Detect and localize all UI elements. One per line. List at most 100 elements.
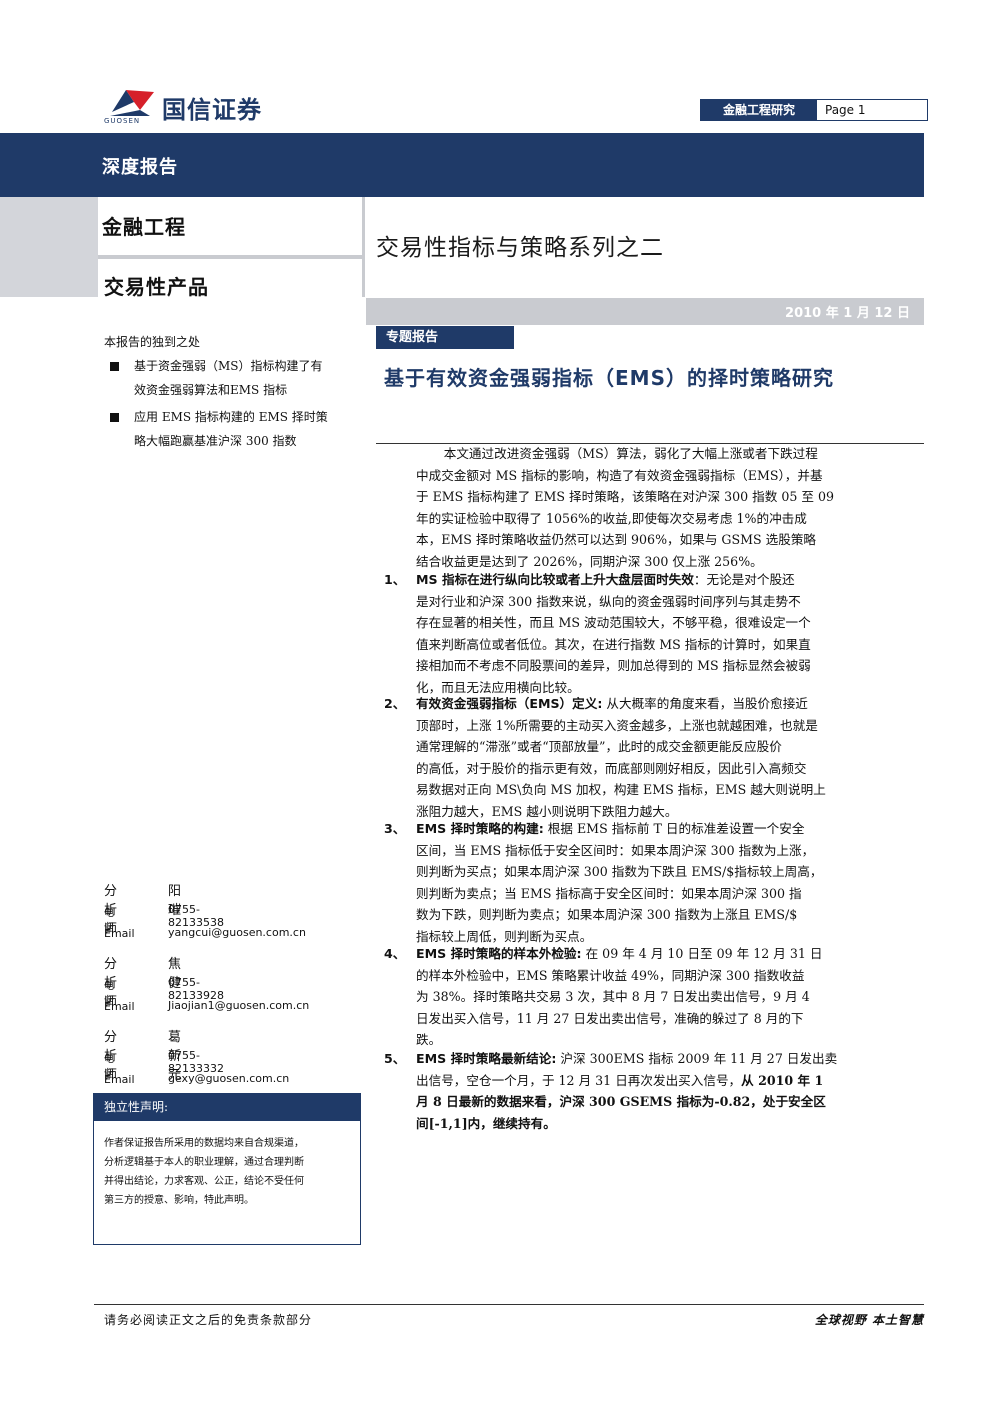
abstract: 本文通过改进资金强弱（MS）算法，弱化了大幅上涨或者下跌过程 中成交金额对 MS… bbox=[416, 443, 914, 572]
highlight-line: 效资金强弱算法和EMS 指标 bbox=[134, 383, 288, 397]
analyst-email[interactable]: yangcui@guosen.com.cn bbox=[168, 926, 306, 939]
independence-line: 作者保证报告所采用的数据均来自合规渠道， bbox=[104, 1138, 304, 1149]
title-rule bbox=[376, 443, 924, 444]
point-line: 为 38%。择时策略共交易 3 次，其中 8 月 7 日发出卖出信号，9 月 4 bbox=[416, 989, 810, 1004]
point-line: 易数据对正向 MS\负向 MS 加权，构建 EMS 指标，EMS 越大则说明上 bbox=[416, 782, 826, 797]
brand-en: GUOSEN bbox=[104, 117, 141, 125]
point-heading: EMS 择时策略的构建: bbox=[416, 821, 544, 836]
header-category: 金融工程研究 bbox=[701, 100, 817, 120]
point-heading: EMS 择时策略的样本外检验: bbox=[416, 946, 582, 961]
gray-strip bbox=[0, 197, 98, 297]
point-line: 接相加而不考虑不同股票间的差异，则加总得到的 MS 指标显然会被弱 bbox=[416, 658, 811, 673]
point-line: 指标较上周低，则判断为买点。 bbox=[416, 928, 593, 944]
field-label: 金融工程 bbox=[102, 215, 186, 239]
point-line: 在 09 年 4 月 10 日至 09 年 12 月 31 日 bbox=[581, 946, 823, 961]
highlight-line: 略大幅跑赢基准沪深 300 指数 bbox=[134, 434, 297, 448]
footer-slogan: 全球视野 本土智慧 bbox=[814, 1313, 924, 1327]
point-line: 从大概率的角度来看，当股价愈接近 bbox=[602, 696, 808, 711]
point-line: 的高低，对于股价的指示更有效，而底部则刚好相反，因此引入高频交 bbox=[416, 760, 807, 776]
point-line: 通常理解的“滞涨”或者“顶部放量”，此时的成交金额更能反应股价 bbox=[416, 739, 782, 754]
point-line: ：无论是对个股还 bbox=[693, 572, 795, 587]
point-emphasis: 间[-1,1]内，继续持有。 bbox=[416, 1115, 556, 1131]
abstract-line: 中成交金额对 MS 指标的影响，构造了有效资金强弱指标（EMS），并基 bbox=[416, 467, 823, 483]
analyst-name: 阳璀 bbox=[168, 884, 182, 918]
analyst-tel: 0755-82133332 bbox=[168, 1049, 224, 1075]
key-point-5: 5、 EMS 择时策略最新结论: 沪深 300EMS 指标 2009 年 11 … bbox=[384, 1048, 914, 1134]
date-bar: 2010 年 1 月 12 日 bbox=[366, 298, 924, 325]
independence-heading: 独立性声明: bbox=[94, 1094, 360, 1121]
point-line: 化，而且无法应用横向比较。 bbox=[416, 679, 580, 695]
analyst-name: 焦健 bbox=[168, 957, 182, 991]
analyst-name: 葛新元 bbox=[168, 1030, 182, 1083]
independence-line: 并得出结论，力求客观、公正，结论不受任何 bbox=[104, 1176, 304, 1187]
highlight-item: 基于资金强弱（MS）指标构建了有 效资金强弱算法和EMS 指标 bbox=[134, 354, 323, 402]
point-line: 则判断为买点；如果本周沪深 300 指数为下跌且 EMS/$指标较上周高， bbox=[416, 864, 823, 879]
analyst-role: 分析师 bbox=[104, 884, 118, 937]
point-line: 则判断为卖点；当 EMS 指标高于安全区间时：如果本周沪深 300 指 bbox=[416, 885, 802, 901]
point-heading: 有效资金强弱指标（EMS）定义: bbox=[416, 696, 603, 711]
key-point-1: 1、 MS 指标在进行纵向比较或者上升大盘层面时失效：无论是对个股还 是对行业和… bbox=[384, 569, 914, 698]
point-line: 是对行业和沪深 300 指数来说，纵向的资金强弱时间序列与其走势不 bbox=[416, 593, 801, 609]
abstract-line: 结合收益更是达到了 2026%，同期沪深 300 仅上涨 256%。 bbox=[416, 553, 763, 569]
category-box: 金融工程 交易性产品 bbox=[98, 197, 365, 299]
header-category-box: 金融工程研究 Page 1 bbox=[700, 99, 928, 121]
point-number: 2、 bbox=[384, 696, 406, 711]
point-number: 4、 bbox=[384, 946, 406, 961]
category-divider bbox=[98, 255, 362, 259]
tel-label: 电话 bbox=[104, 1054, 114, 1080]
report-date: 2010 年 1 月 12 日 bbox=[785, 306, 910, 321]
highlight-line: 基于资金强弱（MS）指标构建了有 bbox=[134, 359, 323, 373]
point-line: 出信号，空仓一个月，于 12 月 31 日再次发出买入信号， bbox=[416, 1072, 742, 1088]
report-tag-text: 专题报告 bbox=[386, 330, 439, 345]
footer-disclaimer: 请务必阅读正文之后的免责条款部分 bbox=[104, 1313, 313, 1327]
highlights-heading: 本报告的独到之处 bbox=[104, 335, 201, 349]
series-title: 交易性指标与策略系列之二 bbox=[376, 235, 664, 261]
report-type-band: 深度报告 bbox=[0, 133, 924, 197]
report-tag: 专题报告 bbox=[376, 326, 514, 349]
point-line: 日发出买入信号，11 月 27 日发出卖出信号，准确的躲过了 8 月的下 bbox=[416, 1010, 804, 1026]
product-label: 交易性产品 bbox=[104, 275, 209, 299]
independence-line: 第三方的授意、影响，特此声明。 bbox=[104, 1195, 254, 1206]
page-number: Page 1 bbox=[825, 103, 866, 117]
point-line: 数为下跌，则判断为卖点；如果本周沪深 300 指数为上涨且 EMS/$ bbox=[416, 907, 798, 922]
bullet-square-icon bbox=[110, 362, 119, 371]
point-line: 值来判断高位或者低位。其次，在进行指数 MS 指标的计算时，如果直 bbox=[416, 636, 811, 652]
brand-name: 国信证券 bbox=[162, 96, 262, 124]
logo-mark-icon bbox=[110, 90, 154, 116]
point-emphasis: 从 2010 年 1 bbox=[741, 1072, 824, 1088]
independence-line: 分析逻辑基于本人的职业理解，通过合理判断 bbox=[104, 1157, 304, 1168]
analyst-email[interactable]: gexy@guosen.com.cn bbox=[168, 1072, 290, 1085]
point-number: 5、 bbox=[384, 1051, 406, 1066]
abstract-line: 于 EMS 指标构建了 EMS 择时策略，该策略在对沪深 300 指数 05 至… bbox=[416, 489, 835, 504]
point-line: 存在显著的相关性，而且 MS 波动范围较大，不够平稳，很难设定一个 bbox=[416, 615, 811, 630]
bullet-square-icon bbox=[110, 413, 119, 422]
tel-label: 电话 bbox=[104, 981, 114, 1007]
tel-label: 电话 bbox=[104, 908, 114, 934]
point-heading: EMS 择时策略最新结论: bbox=[416, 1051, 557, 1066]
point-line: 跌。 bbox=[416, 1032, 442, 1047]
point-line: 的样本外检验中，EMS 策略累计收益 49%，同期沪深 300 指数收益 bbox=[416, 967, 805, 983]
key-point-2: 2、 有效资金强弱指标（EMS）定义: 从大概率的角度来看，当股价愈接近 顶部时… bbox=[384, 693, 914, 822]
point-line: 沪深 300EMS 指标 2009 年 11 月 27 日发出卖 bbox=[556, 1051, 838, 1066]
independence-body: 作者保证报告所采用的数据均来自合规渠道， 分析逻辑基于本人的职业理解，通过合理判… bbox=[104, 1134, 354, 1210]
abstract-line: 本文通过改进资金强弱（MS）算法，弱化了大幅上涨或者下跌过程 bbox=[443, 446, 818, 461]
analyst-email[interactable]: Jiaojian1@guosen.com.cn bbox=[168, 999, 310, 1012]
analyst-tel: 0755-82133538 bbox=[168, 903, 224, 929]
independence-statement: 独立性声明: 作者保证报告所采用的数据均来自合规渠道， 分析逻辑基于本人的职业理… bbox=[93, 1093, 361, 1245]
report-title: 基于有效资金强弱指标（EMS）的择时策略研究 bbox=[384, 366, 834, 390]
point-emphasis: 月 8 日最新的数据来看，沪深 300 GSEMS 指标为-0.82，处于安全区 bbox=[416, 1094, 826, 1109]
brand-logo: 国信证券 GUOSEN bbox=[104, 86, 304, 130]
point-number: 1、 bbox=[384, 572, 406, 587]
email-label: Email bbox=[104, 927, 135, 940]
point-line: 根据 EMS 指标前 T 日的标准差设置一个安全 bbox=[543, 821, 805, 836]
point-line: 区间，当 EMS 指标低于安全区间时：如果本周沪深 300 指数为上涨， bbox=[416, 842, 815, 858]
highlight-line: 应用 EMS 指标构建的 EMS 择时策 bbox=[134, 410, 328, 424]
point-line: 顶部时，上涨 1%所需要的主动买入资金越多，上涨也就越困难，也就是 bbox=[416, 717, 818, 733]
analyst-tel: 0755-82133928 bbox=[168, 976, 224, 1002]
abstract-line: 年的实证检验中取得了 1056%的收益,即使每次交易考虑 1%的冲击成 bbox=[416, 510, 807, 526]
report-type: 深度报告 bbox=[102, 157, 178, 178]
footer-rule bbox=[94, 1304, 924, 1305]
email-label: Email bbox=[104, 1073, 135, 1086]
analyst-role: 分析师 bbox=[104, 957, 118, 1010]
point-heading: MS 指标在进行纵向比较或者上升大盘层面时失效 bbox=[416, 572, 694, 587]
